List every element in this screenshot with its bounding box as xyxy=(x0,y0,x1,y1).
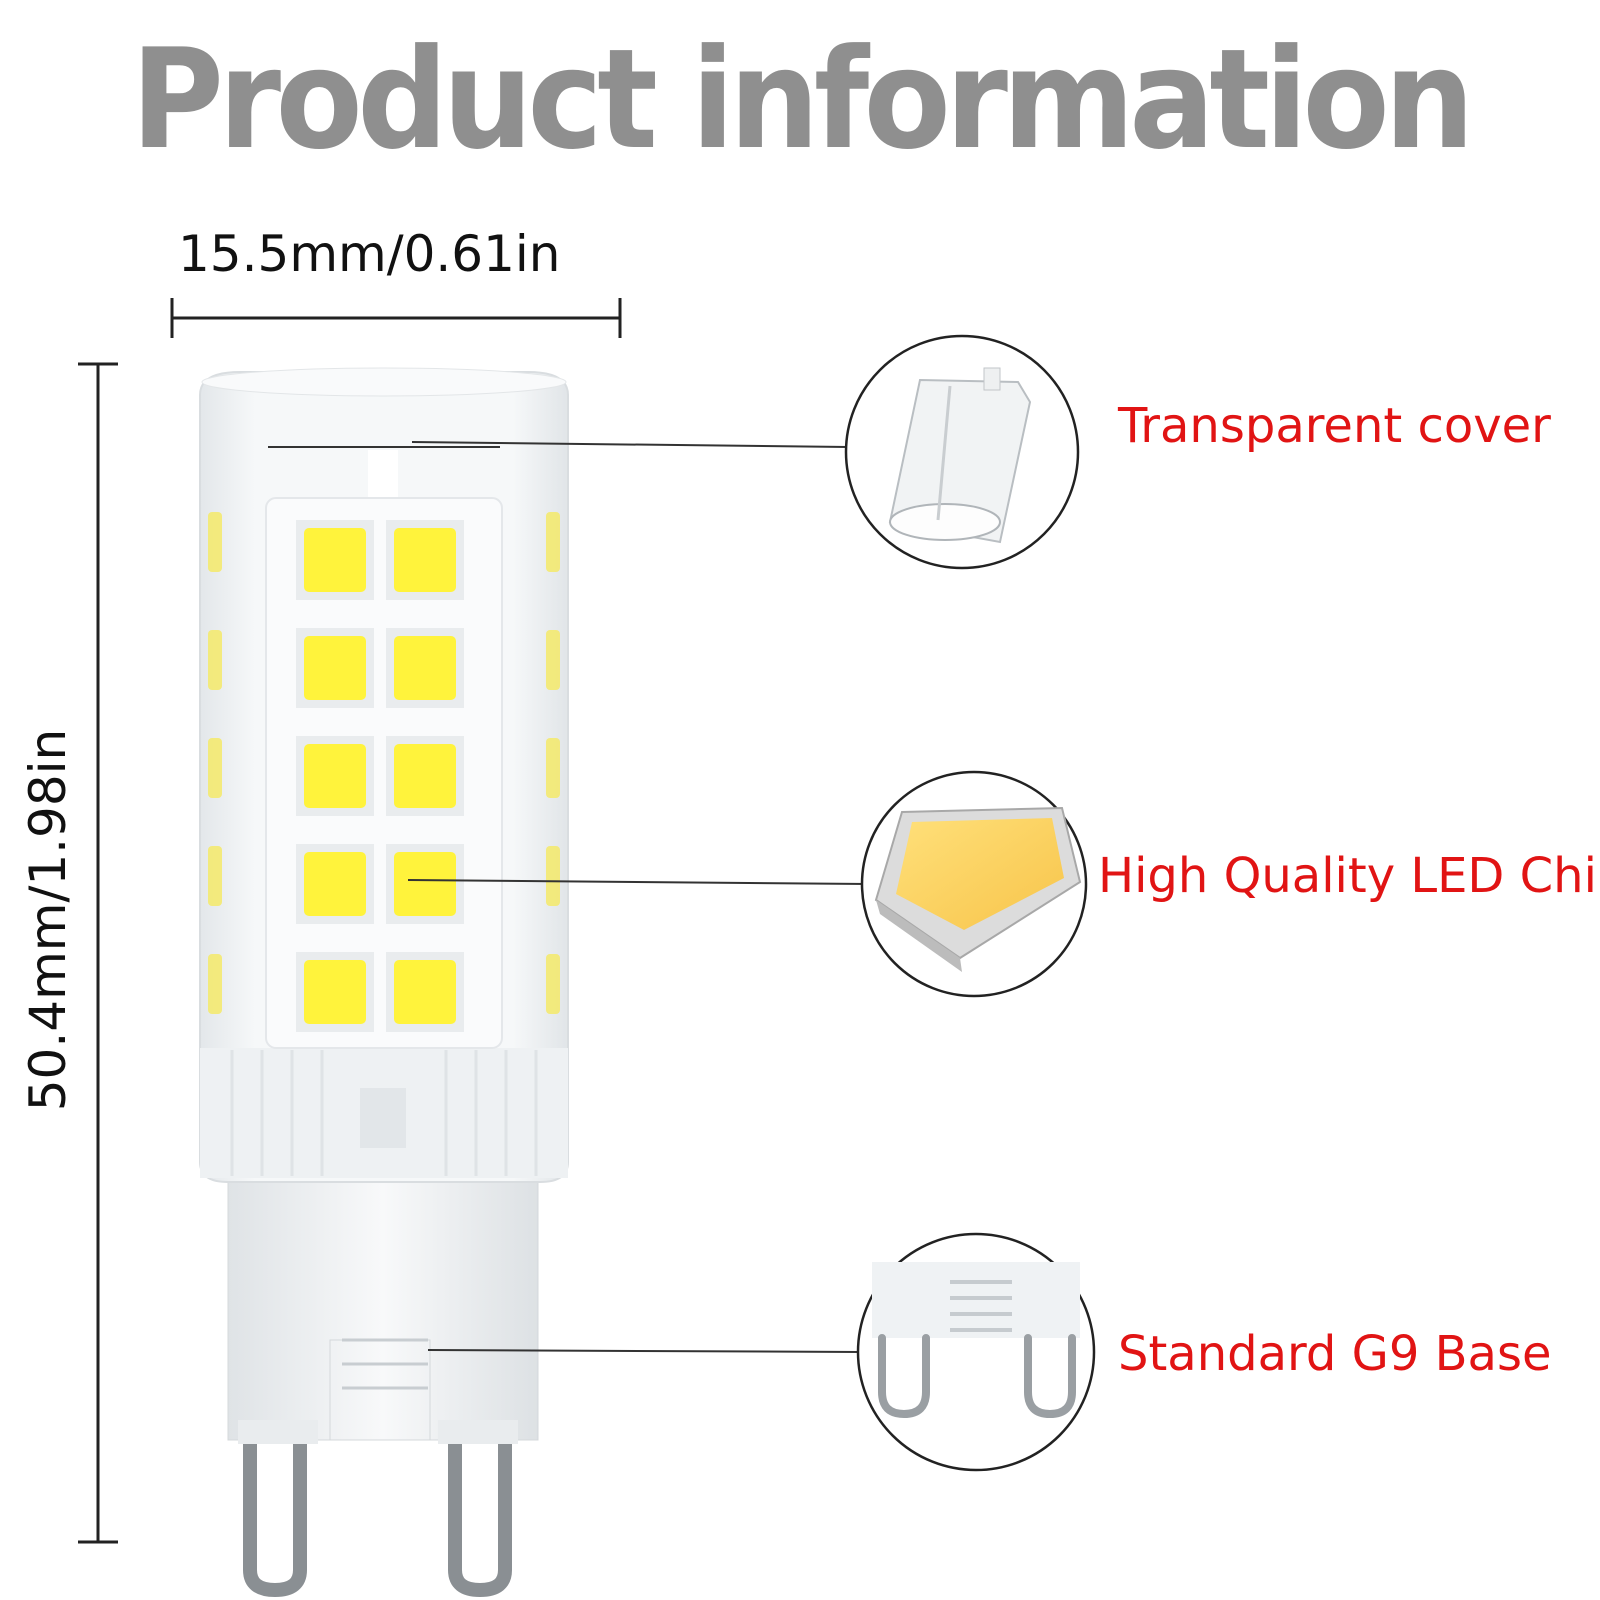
base-detail-circle xyxy=(856,1232,1096,1472)
width-dimension-line xyxy=(170,298,622,338)
page-title: Product information xyxy=(130,19,1475,180)
transparent-cover-label: Transparent cover xyxy=(1118,398,1551,454)
front-led-panel xyxy=(265,497,503,1049)
cover-detail-circle xyxy=(844,334,1080,570)
callout-leader-lines xyxy=(268,441,869,1353)
bulb-pins xyxy=(243,1423,512,1598)
bulb-base xyxy=(227,1181,539,1444)
side-led-chips xyxy=(208,512,560,1014)
led-chip-label: High Quality LED Chip xyxy=(1098,848,1600,904)
g9-base-label: Standard G9 Base xyxy=(1118,1326,1552,1382)
led-chip-detail-circle xyxy=(860,770,1088,998)
width-dimension-label: 15.5mm/0.61in xyxy=(178,225,561,283)
height-dimension-line xyxy=(78,362,118,1544)
